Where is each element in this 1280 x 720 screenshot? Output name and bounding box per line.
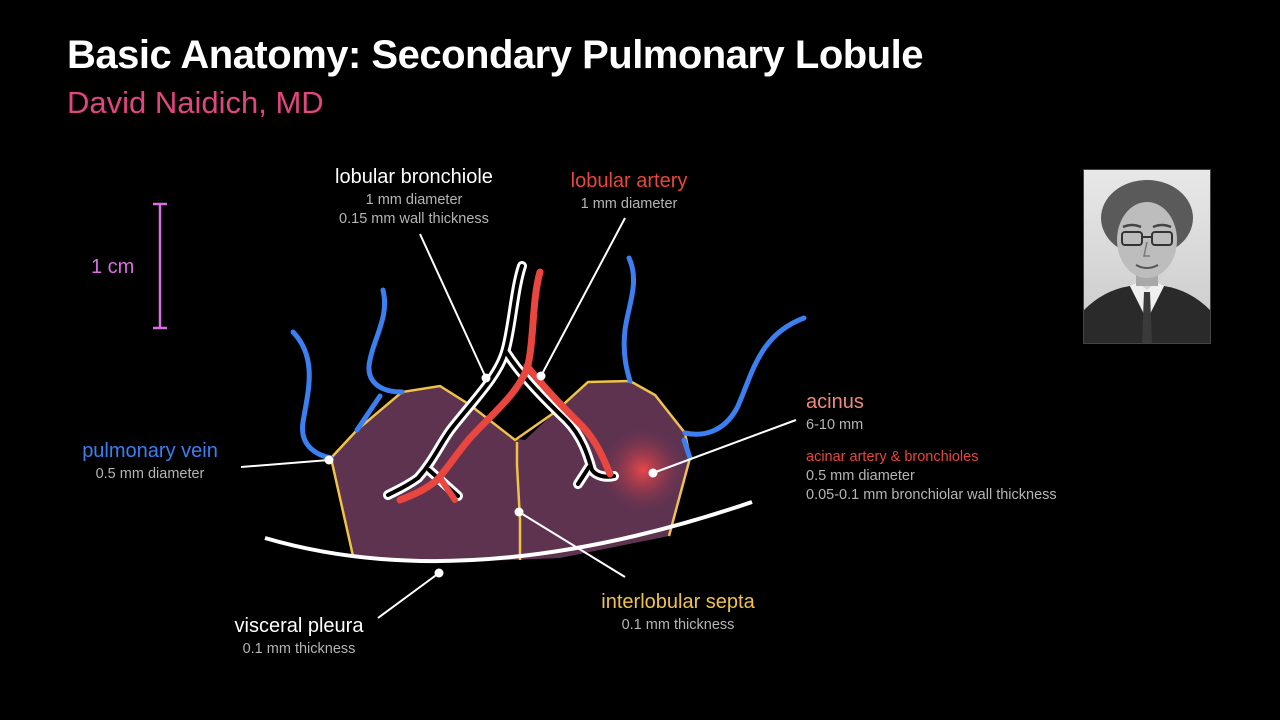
acinus-title: acinus	[806, 391, 864, 413]
author-name: David Naidich, MD	[67, 85, 324, 120]
visceral-pleura-line	[264, 500, 753, 564]
interlobular-septa-title: interlobular septa	[601, 591, 755, 613]
acinar-wall-thickness: 0.05-0.1 mm bronchiolar wall thickness	[806, 487, 1057, 503]
slide-title: Basic Anatomy: Secondary Pulmonary Lobul…	[67, 33, 924, 77]
lobular-artery-diameter: 1 mm diameter	[581, 196, 678, 212]
acinus-size: 6-10 mm	[806, 417, 863, 433]
pulmonary-vein-title: pulmonary vein	[82, 440, 218, 462]
leader-lines	[240, 217, 797, 619]
lobular-bronchiole-wall: 0.15 mm wall thickness	[339, 211, 489, 227]
visceral-pleura-thickness: 0.1 mm thickness	[243, 641, 356, 657]
pulmonary-vein-lines	[290, 255, 807, 461]
label-lobular-bronchiole: lobular bronchiole 1 mm diameter 0.15 mm…	[335, 166, 493, 227]
lobular-artery-tree	[396, 268, 614, 504]
acinus-glow	[601, 428, 685, 512]
pulmonary-vein-diameter: 0.5 mm diameter	[96, 466, 205, 482]
leader-dots	[324, 371, 658, 578]
interlobular-septa-thickness: 0.1 mm thickness	[622, 617, 735, 633]
acinar-artery-bronchioles-title: acinar artery & bronchioles	[806, 449, 978, 465]
lobular-bronchiole-diameter: 1 mm diameter	[366, 192, 463, 208]
visceral-pleura-title: visceral pleura	[235, 615, 365, 637]
label-lobular-artery: lobular artery 1 mm diameter	[571, 170, 688, 212]
label-visceral-pleura: visceral pleura 0.1 mm thickness	[235, 615, 365, 657]
label-pulmonary-vein: pulmonary vein 0.5 mm diameter	[82, 440, 218, 482]
label-acinus: acinus 6-10 mm acinar artery & bronchiol…	[806, 391, 1057, 503]
scale-bar: 1 cm	[91, 202, 167, 330]
portrait-photo	[1083, 169, 1211, 344]
lobule-body	[331, 381, 690, 562]
lobular-bronchiole-title: lobular bronchiole	[335, 166, 493, 188]
lobular-artery-title: lobular artery	[571, 170, 688, 192]
acinar-diameter: 0.5 mm diameter	[806, 468, 915, 484]
scale-bar-label: 1 cm	[91, 256, 134, 278]
label-interlobular-septa: interlobular septa 0.1 mm thickness	[601, 591, 755, 633]
